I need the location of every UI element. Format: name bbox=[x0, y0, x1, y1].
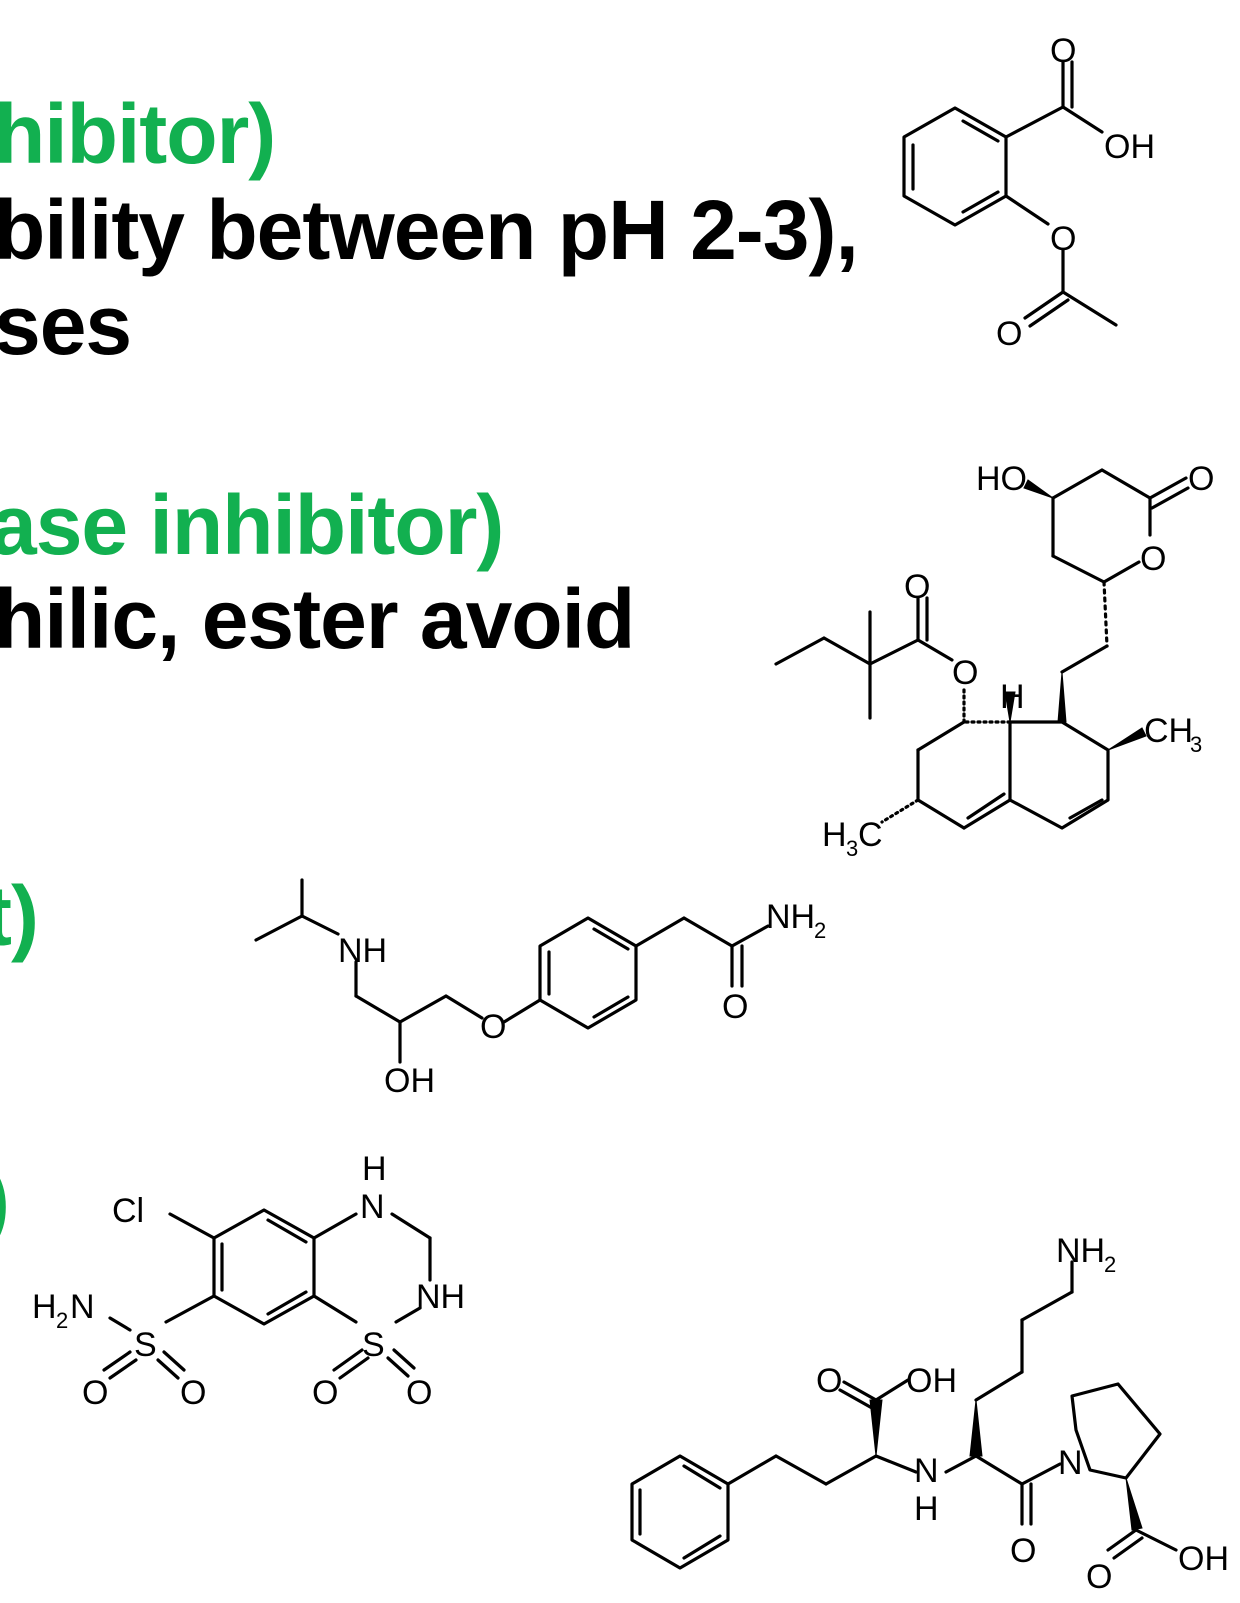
hctz-o4: O bbox=[406, 1374, 432, 1412]
heading-line-4: ) bbox=[0, 1158, 10, 1242]
aspirin-o-acetyl: O bbox=[996, 315, 1022, 353]
lisinopril-nh2: NH bbox=[1056, 1232, 1105, 1270]
svg-text:3: 3 bbox=[846, 836, 858, 861]
body-line-1: bility between pH 2-3), bbox=[0, 183, 859, 277]
simvastatin-ho: HO bbox=[976, 460, 1027, 498]
simvastatin-o-ester: O bbox=[952, 654, 978, 692]
simvastatin-o-ring: O bbox=[1140, 540, 1166, 578]
hctz-nh: NH bbox=[416, 1278, 465, 1316]
atenolol-oh: OH bbox=[384, 1062, 435, 1100]
hctz-s2: S bbox=[362, 1326, 385, 1364]
lisinopril-nh-h: H bbox=[914, 1490, 939, 1528]
lisinopril-o-amide: O bbox=[1010, 1532, 1036, 1570]
lisinopril-nh-n: N bbox=[914, 1452, 939, 1490]
svg-text:N: N bbox=[70, 1288, 95, 1326]
svg-text:2: 2 bbox=[1104, 1252, 1116, 1277]
hctz-o3: O bbox=[312, 1374, 338, 1412]
heading-line-2: ase inhibitor) bbox=[0, 478, 504, 572]
heading-line-3: t) bbox=[0, 869, 39, 963]
simvastatin-ch3: CH bbox=[1144, 712, 1193, 750]
hctz-n: N bbox=[360, 1188, 385, 1226]
simvastatin-o-carbonyl: O bbox=[904, 568, 930, 606]
aspirin-oh: OH bbox=[1104, 128, 1155, 166]
atenolol-nh2: NH bbox=[766, 898, 815, 936]
heading-line-1: hibitor) bbox=[0, 87, 276, 181]
atenolol-nh: NH bbox=[338, 932, 387, 970]
aspirin-o-ester: O bbox=[1050, 220, 1076, 258]
hctz-h: H bbox=[362, 1150, 387, 1188]
hctz-o1: O bbox=[82, 1374, 108, 1412]
atenolol-o-amide: O bbox=[722, 988, 748, 1026]
lisinopril-oh: OH bbox=[906, 1362, 957, 1400]
svg-text:3: 3 bbox=[1190, 732, 1202, 757]
svg-text:2: 2 bbox=[56, 1308, 68, 1333]
svg-text:2: 2 bbox=[814, 918, 826, 943]
simvastatin-h: H bbox=[1000, 678, 1025, 716]
hctz-s1: S bbox=[134, 1326, 157, 1364]
aspirin-o-carbonyl: O bbox=[1050, 32, 1076, 70]
body-line-2: ses bbox=[0, 278, 132, 372]
simvastatin-o-lactone: O bbox=[1188, 460, 1214, 498]
hctz-o2: O bbox=[180, 1374, 206, 1412]
svg-text:C: C bbox=[858, 816, 883, 854]
hctz-h2n: H bbox=[32, 1288, 57, 1326]
lisinopril-oh-pro: OH bbox=[1178, 1540, 1229, 1578]
atenolol-o: O bbox=[480, 1008, 506, 1046]
hctz-cl: Cl bbox=[112, 1192, 144, 1230]
lisinopril-o-acid: O bbox=[816, 1362, 842, 1400]
lisinopril-o-pro: O bbox=[1086, 1558, 1112, 1596]
simvastatin-h3c: H bbox=[822, 816, 847, 854]
body-line-3: hilic, ester avoid bbox=[0, 572, 635, 666]
lisinopril-n: N bbox=[1058, 1444, 1083, 1482]
